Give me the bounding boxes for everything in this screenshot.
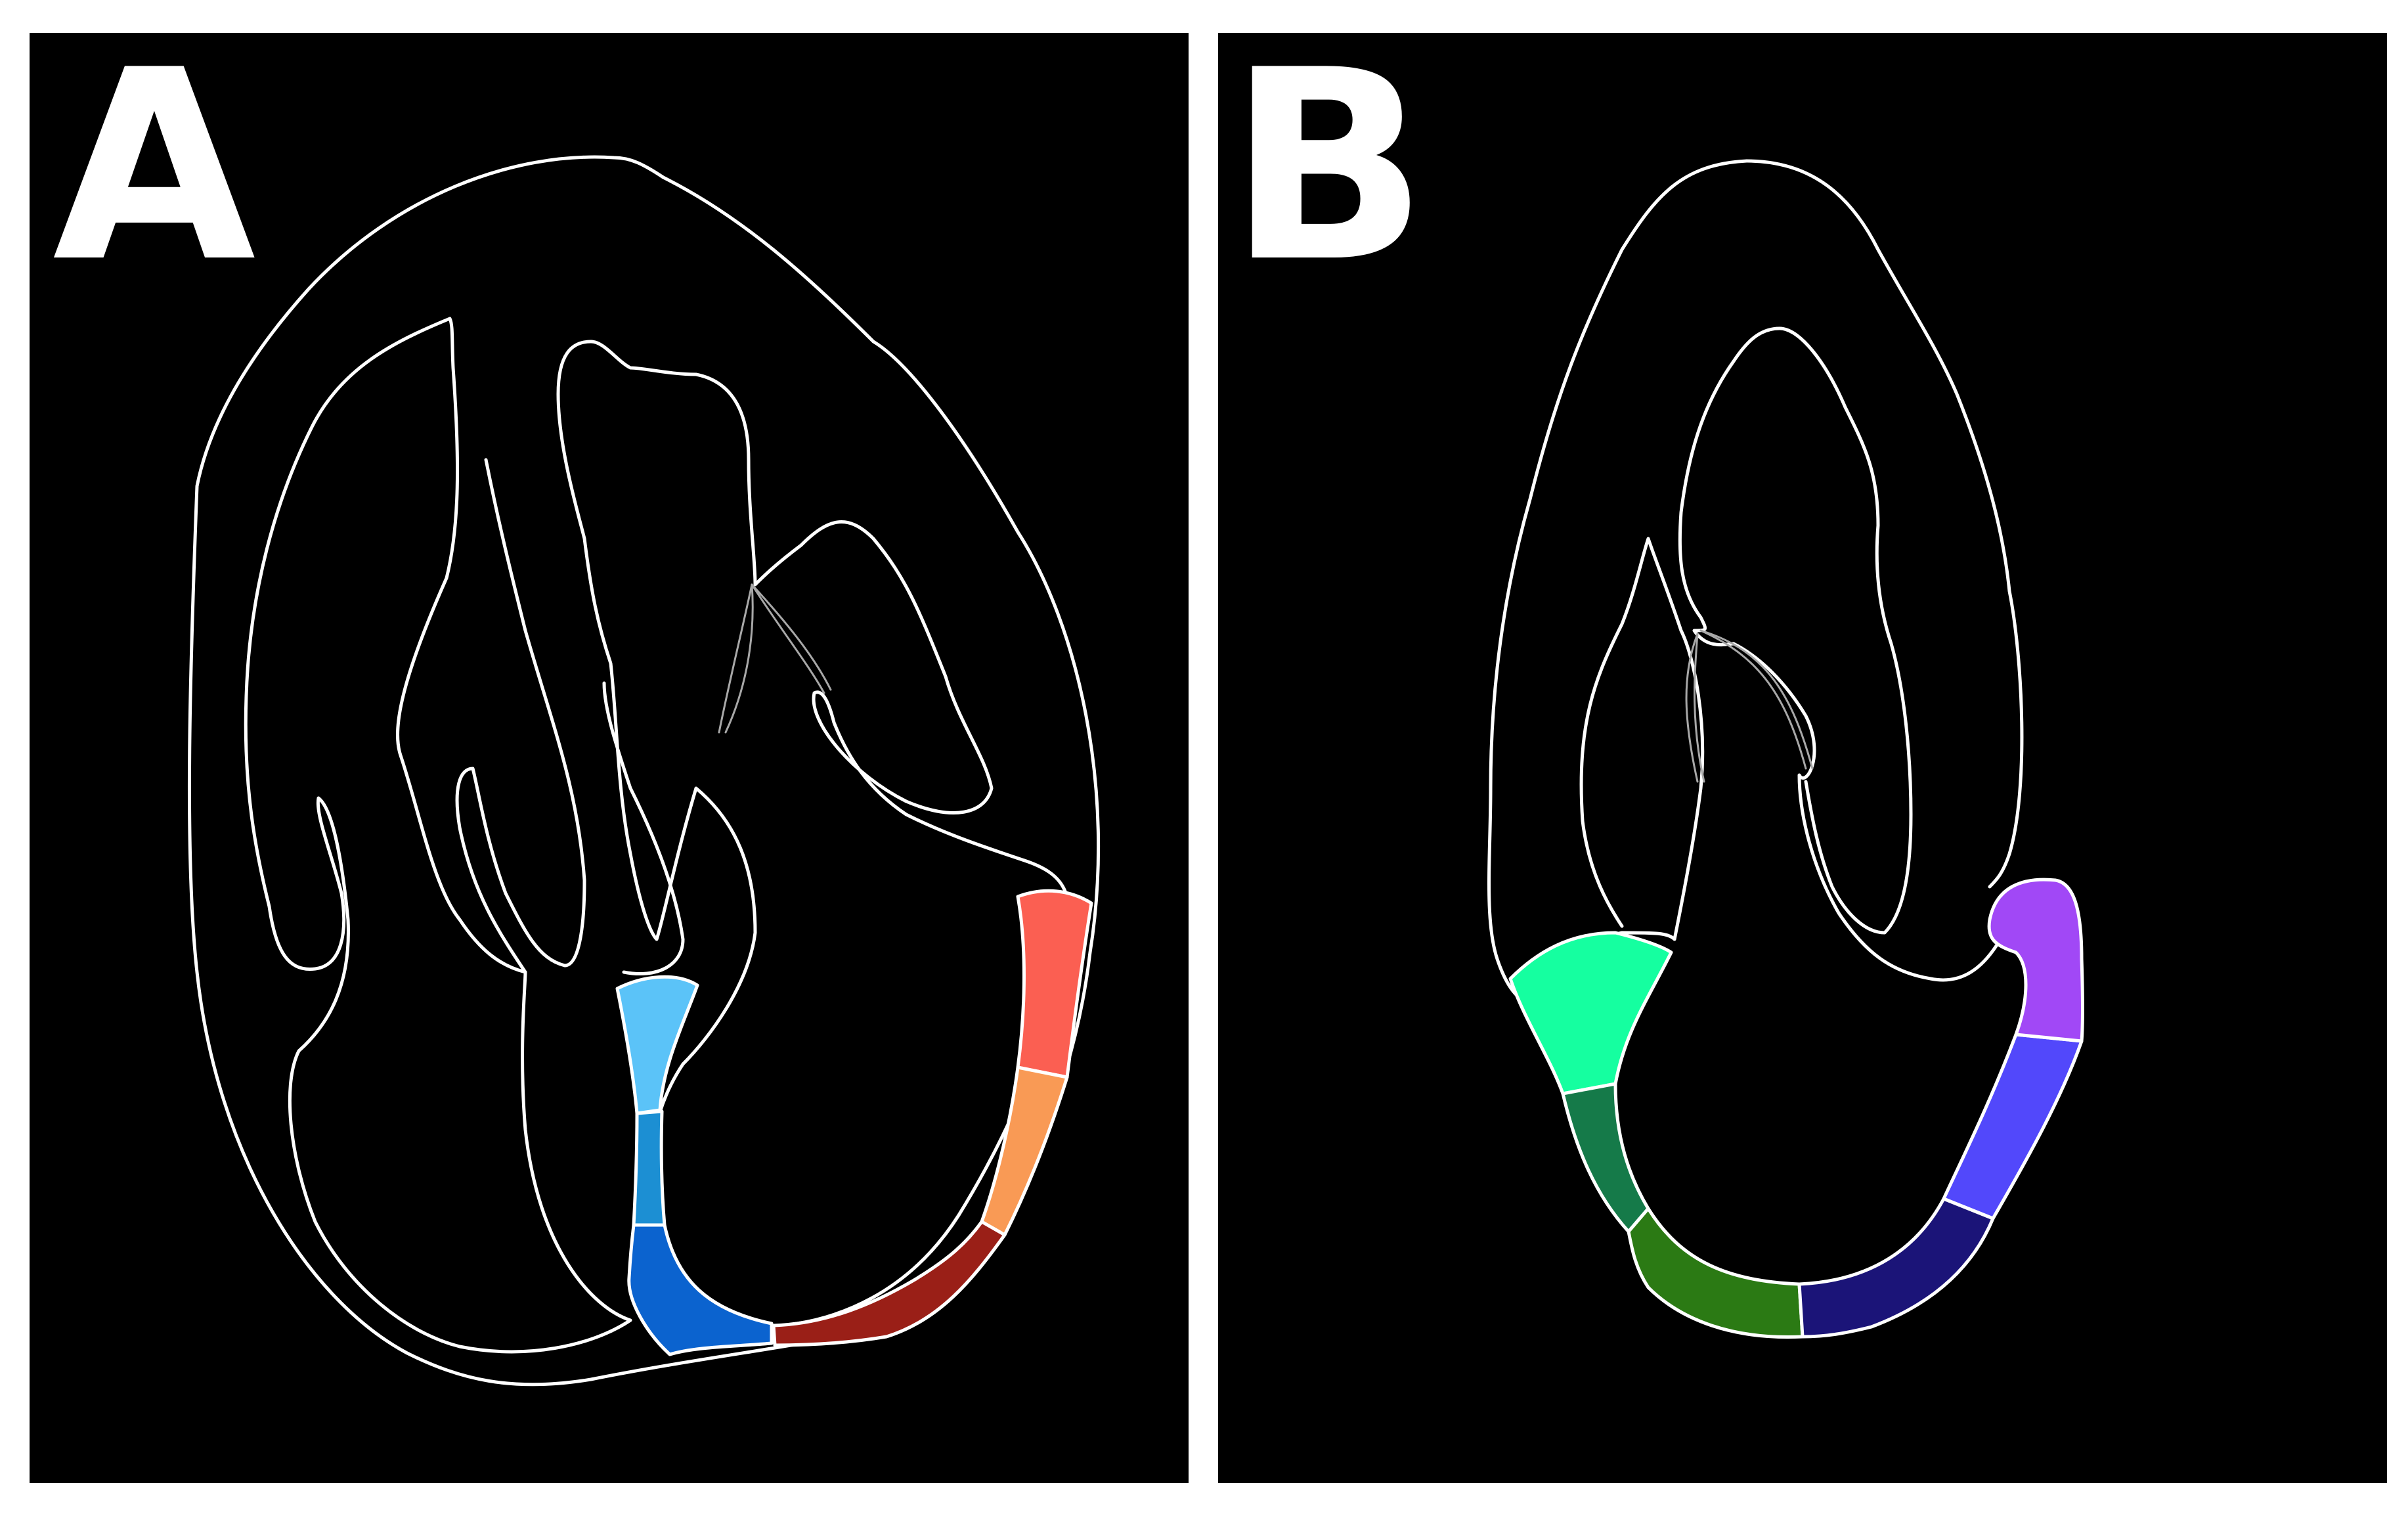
mitral-chordae-a-4: [751, 583, 832, 691]
segment-a-basal-septal: [615, 975, 699, 1115]
segment-b-basal-anterior: [1987, 878, 2084, 1043]
segment-a-mid-septal: [632, 1109, 667, 1227]
panel-b-two-chamber-view: [1487, 159, 2084, 1339]
segment-b-basal-inferior: [1508, 931, 1673, 1096]
atrial-wall-a: [602, 681, 685, 976]
mitral-chordae-b-2: [1694, 633, 1705, 783]
panel-label-b: B: [1228, 14, 1428, 320]
right-ventricle-outline-a: [244, 317, 632, 1354]
segment-b-apical-inferior: [1627, 1207, 1805, 1339]
mitral-chordae-a-3: [751, 583, 825, 694]
segment-a-apical-lateral: [772, 1220, 1007, 1347]
panel-label-a: A: [53, 14, 256, 320]
left-ventricle-outer-b: [1745, 159, 2024, 889]
mitral-chordae-b: [1685, 633, 1699, 783]
left-ventricle-cavity-b: [1678, 326, 2012, 982]
segment-b-apical-anterior: [1797, 1197, 1995, 1339]
left-ventricle-inner-b: [1778, 326, 1913, 935]
panel-a-four-chamber-view: [187, 155, 1101, 1387]
mitral-chordae-b-4: [1699, 629, 1814, 770]
epicardium-outline-a: [187, 155, 1101, 1387]
mitral-chordae-a: [718, 583, 753, 734]
segment-a-basal-lateral: [1016, 889, 1093, 1079]
septum-inner-wall-a: [455, 458, 586, 974]
mitral-chordae-a-2: [724, 583, 754, 734]
mitral-chordae-b-3: [1699, 629, 1807, 770]
segment-a-apical-septal: [627, 1223, 774, 1356]
